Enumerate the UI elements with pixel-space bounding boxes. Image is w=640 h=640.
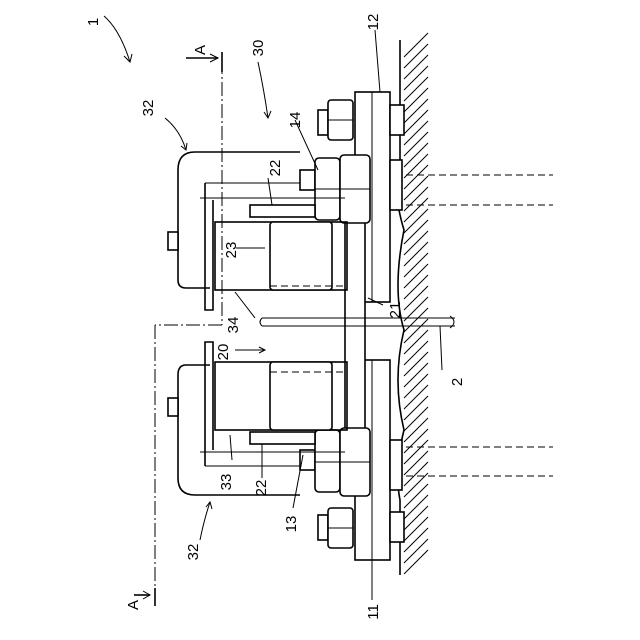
- hatch-stroke: [404, 308, 428, 332]
- block-33-lower: [215, 362, 347, 430]
- hatch-stroke: [404, 187, 428, 211]
- label-section-a-top: A: [192, 45, 209, 55]
- hatch-stroke: [404, 528, 428, 552]
- hatch-stroke: [404, 143, 428, 167]
- hatch-stroke: [404, 33, 428, 57]
- label-bracket-33: 33: [218, 474, 235, 491]
- hatch-stroke: [404, 132, 428, 156]
- hatch-stroke: [404, 275, 428, 299]
- hatch-stroke: [404, 176, 428, 200]
- hatch-stroke: [404, 462, 428, 486]
- hatch-stroke: [404, 363, 428, 387]
- label-bolt-14: 14: [287, 112, 304, 129]
- label-spacer-22-bottom: 22: [253, 480, 270, 497]
- hatch-stroke: [404, 88, 428, 112]
- label-spacer-22-top: 22: [267, 160, 284, 177]
- label-section-a-bottom: A: [125, 600, 142, 610]
- hatch-stroke: [404, 495, 428, 519]
- label-plate-12: 12: [365, 14, 382, 31]
- hatch-stroke: [404, 550, 428, 574]
- label-cover-32-bottom: 32: [185, 544, 202, 561]
- plate-21: [345, 220, 365, 460]
- hatch-stroke: [404, 374, 428, 398]
- hatch-stroke: [404, 385, 428, 409]
- section-line-a: [134, 52, 222, 606]
- label-device-1: 1: [85, 18, 102, 26]
- hatch-stroke: [404, 231, 428, 255]
- hatch-stroke: [404, 242, 428, 266]
- hatch-stroke: [404, 396, 428, 420]
- hatch-stroke: [404, 319, 428, 343]
- hatch-stroke: [404, 253, 428, 277]
- label-unit-30: 30: [250, 40, 267, 57]
- hatch-stroke: [404, 352, 428, 376]
- hatch-stroke: [404, 418, 428, 442]
- label-assembly-20: 20: [215, 344, 232, 361]
- hatch-stroke: [404, 407, 428, 431]
- hatch-stroke: [404, 44, 428, 68]
- hatch-stroke: [404, 77, 428, 101]
- hatch-stroke: [404, 341, 428, 365]
- hatch-stroke: [404, 154, 428, 178]
- label-block-23: 23: [223, 242, 240, 259]
- hatch-stroke: [404, 165, 428, 189]
- label-plate-21: 21: [387, 302, 404, 319]
- hatch-stroke: [404, 297, 428, 321]
- hatch-stroke: [404, 451, 428, 475]
- label-gap-34: 34: [225, 317, 242, 334]
- hatch-stroke: [404, 220, 428, 244]
- hatch-stroke: [404, 330, 428, 354]
- hatch-stroke: [404, 55, 428, 79]
- hatch-stroke: [404, 198, 428, 222]
- hatch-stroke: [404, 506, 428, 530]
- hatch-stroke: [404, 209, 428, 233]
- hatch-stroke: [404, 66, 428, 90]
- label-cover-32-top: 32: [140, 100, 157, 117]
- hatch-stroke: [404, 286, 428, 310]
- hatch-stroke: [404, 99, 428, 123]
- hatch-stroke: [404, 539, 428, 563]
- hatch-stroke: [404, 110, 428, 134]
- hatch-stroke: [404, 440, 428, 464]
- hatch-stroke: [404, 121, 428, 145]
- hatch-stroke: [404, 429, 428, 453]
- hatch-stroke: [404, 484, 428, 508]
- hatch-stroke: [404, 473, 428, 497]
- hatch-stroke: [404, 264, 428, 288]
- hatch-stroke: [404, 517, 428, 541]
- label-plate-11: 11: [365, 604, 382, 620]
- label-ground-2: 2: [449, 378, 466, 386]
- label-bolt-13: 13: [283, 516, 300, 533]
